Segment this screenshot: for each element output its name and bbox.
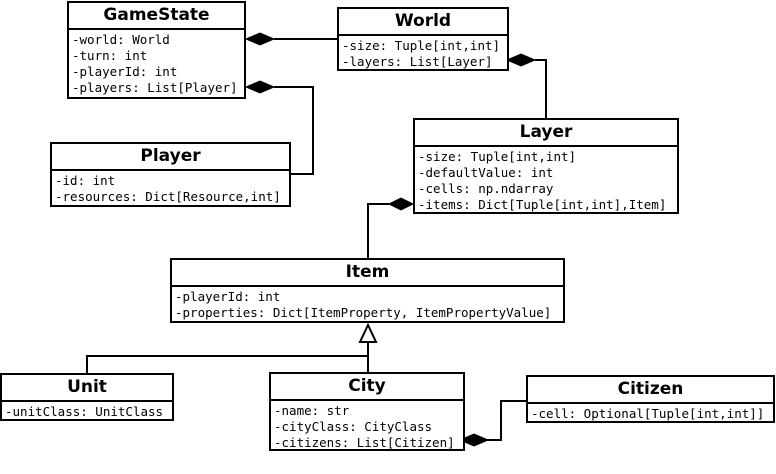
composition-city-citizen <box>474 400 526 441</box>
diamond-gamestate-player <box>244 80 276 94</box>
attribute: -players: List[Player] <box>72 80 238 95</box>
class-name: City <box>271 374 463 401</box>
attribute: -playerId: int <box>72 64 178 79</box>
attribute: -playerId: int <box>175 289 281 304</box>
diamond-world-layer <box>505 53 537 67</box>
class-world: World -size: Tuple[int,int] -layers: Lis… <box>337 7 509 71</box>
class-name: Citizen <box>528 377 773 404</box>
attribute: -size: Tuple[int,int] <box>342 38 501 53</box>
attribute: -defaultValue: int <box>418 165 554 180</box>
attribute-list: -size: Tuple[int,int] -layers: List[Laye… <box>339 36 507 71</box>
diamond-gamestate-world <box>244 32 276 46</box>
attribute: -cell: Optional[Tuple[int,int]] <box>531 406 765 421</box>
class-gamestate: GameState -world: World -turn: int -play… <box>67 1 246 99</box>
attribute: -cells: np.ndarray <box>418 181 554 196</box>
class-unit: Unit -unitClass: UnitClass <box>0 373 174 421</box>
attribute: -name: str <box>274 403 350 418</box>
attribute: -citizens: List[Citizen] <box>274 435 455 450</box>
attribute-list: -name: str -cityClass: CityClass -citize… <box>271 401 463 452</box>
generalization-triangle <box>358 322 378 343</box>
attribute: -id: int <box>55 173 116 188</box>
generalization-unit-branch <box>86 355 368 373</box>
composition-world-layer <box>535 59 547 118</box>
attribute: -layers: List[Layer] <box>342 54 493 69</box>
attribute-list: -unitClass: UnitClass <box>2 402 172 421</box>
composition-gamestate-player <box>274 86 314 175</box>
diamond-layer-item <box>387 197 415 211</box>
attribute: -world: World <box>72 32 170 47</box>
attribute-list: -id: int -resources: Dict[Resource,int] <box>52 171 289 206</box>
class-city: City -name: str -cityClass: CityClass -c… <box>269 372 465 451</box>
class-name: GameState <box>69 3 244 30</box>
composition-layer-item <box>367 203 389 258</box>
attribute-list: -cell: Optional[Tuple[int,int]] <box>528 404 773 423</box>
class-name: Unit <box>2 375 172 402</box>
class-layer: Layer -size: Tuple[int,int] -defaultValu… <box>413 118 679 214</box>
attribute-list: -size: Tuple[int,int] -defaultValue: int… <box>415 147 677 214</box>
class-name: World <box>339 9 507 36</box>
attribute: -cityClass: CityClass <box>274 419 433 434</box>
attribute: -unitClass: UnitClass <box>5 404 164 419</box>
class-player: Player -id: int -resources: Dict[Resourc… <box>50 142 291 207</box>
attribute: -properties: Dict[ItemProperty, ItemProp… <box>175 305 552 320</box>
class-citizen: Citizen -cell: Optional[Tuple[int,int]] <box>526 375 775 423</box>
class-name: Item <box>172 260 563 287</box>
attribute-list: -world: World -turn: int -playerId: int … <box>69 30 244 97</box>
class-name: Layer <box>415 120 677 147</box>
attribute: -resources: Dict[Resource,int] <box>55 189 281 204</box>
diamond-city-citizen <box>458 433 490 447</box>
attribute: -items: Dict[Tuple[int,int],Item] <box>418 197 667 212</box>
attribute: -turn: int <box>72 48 148 63</box>
class-item: Item -playerId: int -properties: Dict[It… <box>170 258 565 323</box>
attribute-list: -playerId: int -properties: Dict[ItemPro… <box>172 287 563 322</box>
attribute: -size: Tuple[int,int] <box>418 149 577 164</box>
class-name: Player <box>52 144 289 171</box>
